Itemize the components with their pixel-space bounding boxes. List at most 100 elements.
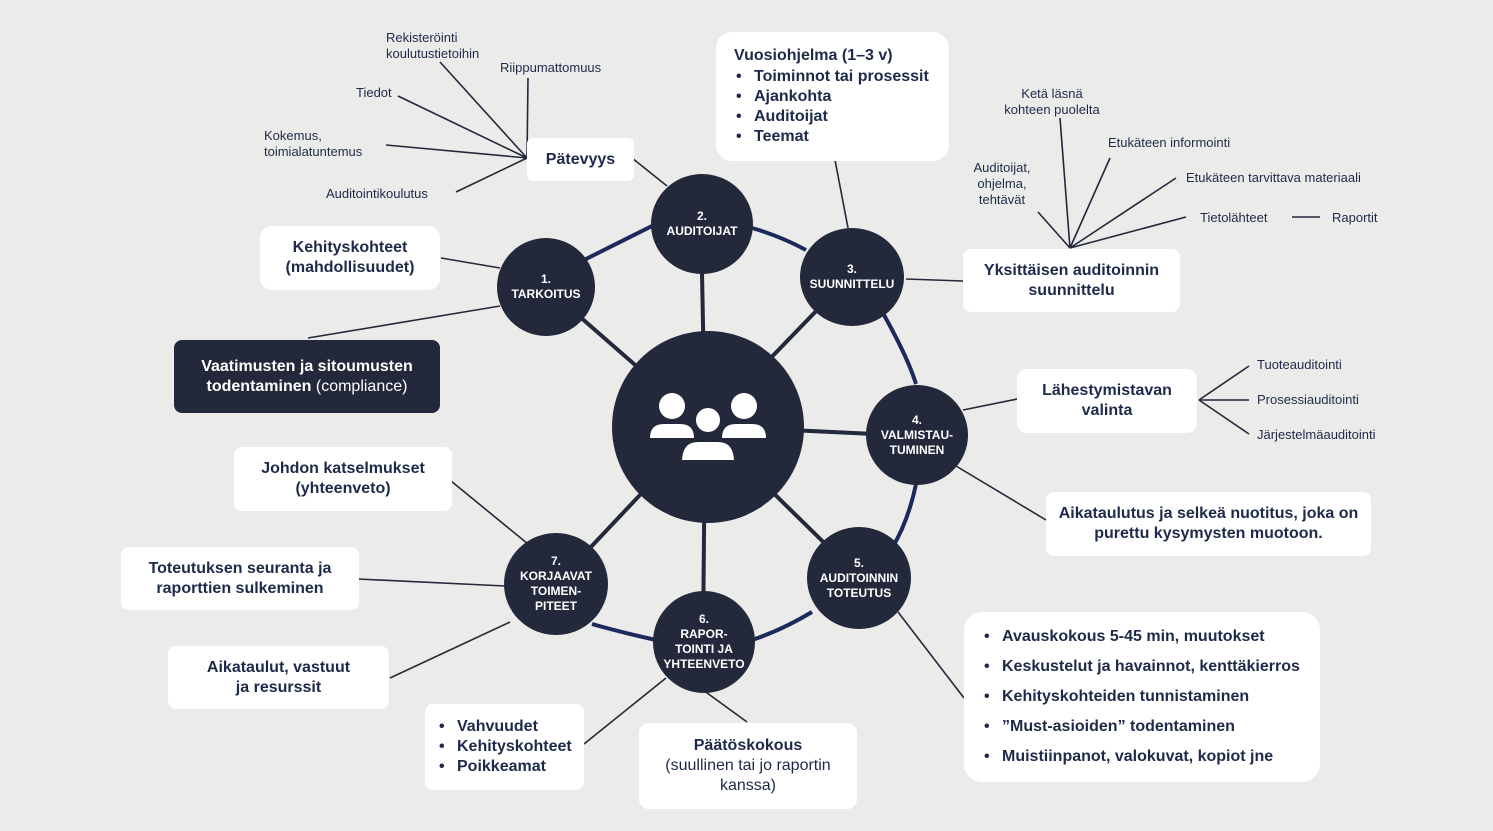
label-line: tehtävät — [978, 192, 1026, 207]
label-line: Rekisteröinti — [386, 30, 458, 45]
node-label: SUUNNITTELU — [809, 277, 895, 291]
ring-arcs — [579, 224, 918, 642]
list-item: Teemat — [734, 127, 929, 147]
thin-connectors — [307, 61, 1320, 745]
box-text: kanssa) — [719, 777, 777, 794]
line-aikataulutus — [955, 465, 1047, 521]
node-label: TOIMEN- — [530, 584, 582, 598]
list-item: Auditoijat — [734, 107, 929, 127]
label-etukateen-materiaali: Etukäteen tarvittava materiaali — [1186, 170, 1361, 185]
box-toteutuksen-seuranta: Toteutuksen seuranta ja raporttien sulke… — [121, 547, 359, 610]
box-text: suunnittelu — [1028, 281, 1115, 299]
line-rekisterointi — [439, 61, 528, 159]
box-text: Aikataulut, vastuut — [206, 658, 351, 676]
people-group-icon — [650, 393, 766, 462]
line-auditointikoulutus — [455, 157, 528, 193]
line-aikataulut — [389, 621, 511, 679]
label-tiedot: Tiedot — [356, 85, 392, 100]
line-johdon — [450, 480, 529, 545]
label-kokemus: Kokemus, toimialatuntemus — [264, 128, 362, 160]
list-item: ”Must-asioiden” todentaminen — [982, 712, 1300, 742]
box-text: (yhteenveto) — [295, 480, 391, 497]
list-item: Poikkeamat — [437, 757, 572, 777]
box-vuosiohjelma: Vuosiohjelma (1–3 v) Toiminnot tai prose… — [716, 32, 949, 161]
node-number: 7. — [550, 554, 561, 568]
label-auditoijat-ohjelma: Auditoijat, ohjelma, tehtävät — [962, 160, 1042, 208]
list-item: Ajankohta — [734, 87, 929, 107]
list-item: Toiminnot tai prosessit — [734, 67, 929, 87]
node-6-raportointi: 6. RAPOR- TOINTI JA YHTEENVETO — [653, 591, 755, 693]
line-auditoijat — [1037, 211, 1071, 249]
box-text: Kehityskohteet — [292, 239, 408, 256]
box-paatoskokous: Päätöskokous (suullinen tai jo raportin … — [639, 723, 857, 809]
node-3-suunnittelu: 3. SUUNNITTELU — [800, 228, 904, 326]
vuosiohjelma-list: Toiminnot tai prosessit Ajankohta Audito… — [734, 67, 929, 147]
node-label: RAPOR- — [680, 627, 728, 641]
node-label: AUDITOIJAT — [666, 224, 738, 238]
ring-arc-6-7 — [591, 622, 657, 642]
box-title: Päätöskokous — [693, 737, 803, 754]
box-text: (suullinen tai jo raportin — [665, 757, 831, 774]
raportti-list: Vahvuudet Kehityskohteet Poikkeamat — [437, 717, 572, 777]
label-etukateen-informointi: Etukäteen informointi — [1108, 135, 1231, 150]
label-rekisterointi: Rekisteröinti koulutustietoihin — [386, 30, 479, 62]
node-label: PITEET — [534, 599, 577, 613]
node-2-auditoijat: 2. AUDITOIJAT — [651, 174, 753, 274]
line-kokemus — [385, 144, 528, 159]
line-kehityskohteet — [440, 257, 501, 269]
line-toteutuksen — [357, 578, 506, 587]
box-text: Pätevyys — [545, 150, 616, 168]
line-compliance — [307, 305, 501, 339]
list-item: Muistiinpanot, valokuvat, kopiot jne — [982, 742, 1300, 772]
ring-arc-3-4 — [882, 314, 918, 385]
label-line: Ketä läsnä — [1021, 86, 1083, 101]
label-keta-lasna: Ketä läsnä kohteen puolelta — [996, 86, 1108, 118]
line-toteutus-list — [897, 611, 965, 699]
box-text: Aikataulutus ja selkeä nuotitus, joka on — [1058, 505, 1359, 522]
center-circle — [612, 331, 804, 523]
label-line: ohjelma, — [977, 176, 1027, 191]
node-number: 1. — [540, 272, 551, 286]
label-line: Kokemus, — [264, 128, 322, 143]
list-item: Vahvuudet — [437, 717, 572, 737]
box-johdon-katselmukset: Johdon katselmukset (yhteenveto) — [234, 447, 452, 511]
box-aikataulut: Aikataulut, vastuut ja resurssit — [168, 646, 389, 709]
box-text: Johdon katselmukset — [261, 460, 425, 477]
box-text: (mahdollisuudet) — [285, 259, 415, 276]
box-kehityskohteet: Kehityskohteet (mahdollisuudet) — [260, 226, 440, 290]
label-raportit: Raportit — [1332, 210, 1378, 225]
label-prosessiauditointi: Prosessiauditointi — [1257, 392, 1359, 407]
box-text: valinta — [1081, 402, 1133, 419]
box-text: raporttien sulkeminen — [156, 579, 324, 597]
box-aikataulutus: Aikataulutus ja selkeä nuotitus, joka on… — [1046, 492, 1371, 556]
line-tietolahteet — [1069, 216, 1187, 249]
line-paatoskokous — [702, 689, 748, 723]
line-raportti-list — [583, 677, 667, 745]
node-label: VALMISTAU- — [880, 427, 954, 442]
label-line: Auditoijat, — [973, 160, 1031, 175]
box-lahestymistavan-valinta: Lähestymistavan valinta — [1017, 369, 1197, 433]
node-label: TUMINEN — [889, 442, 945, 457]
line-keta — [1059, 117, 1071, 249]
list-item: Avauskokous 5-45 min, muutokset — [982, 622, 1300, 652]
box-text: todentaminen — [206, 377, 312, 395]
box-text: Vaatimusten ja sitoumusten — [201, 357, 413, 375]
box-text: ja resurssit — [235, 678, 322, 696]
node-label: KORJAAVAT — [520, 569, 592, 583]
node-label: YHTEENVETO — [663, 657, 745, 671]
box-raportti-list: Vahvuudet Kehityskohteet Poikkeamat — [425, 704, 584, 790]
list-item: Kehityskohteet — [437, 737, 572, 757]
node-label: TARKOITUS — [511, 287, 581, 301]
node-7-korjaavat-toimenpiteet: 7. KORJAAVAT TOIMEN- PITEET — [504, 533, 608, 635]
label-tuoteauditointi: Tuoteauditointi — [1257, 357, 1342, 372]
line-materiaali — [1069, 177, 1177, 249]
label-line: toimialatuntemus — [264, 144, 363, 159]
node-number: 4. — [911, 412, 922, 427]
ring-arc-1-2 — [579, 224, 653, 264]
node-label: TOINTI JA — [675, 642, 733, 656]
list-item: Kehityskohteiden tunnistaminen — [982, 682, 1300, 712]
node-number: 3. — [846, 262, 857, 276]
label-line: kohteen puolelta — [1004, 102, 1100, 117]
node-4-valmistautuminen: 4. VALMISTAU- TUMINEN — [866, 385, 968, 485]
